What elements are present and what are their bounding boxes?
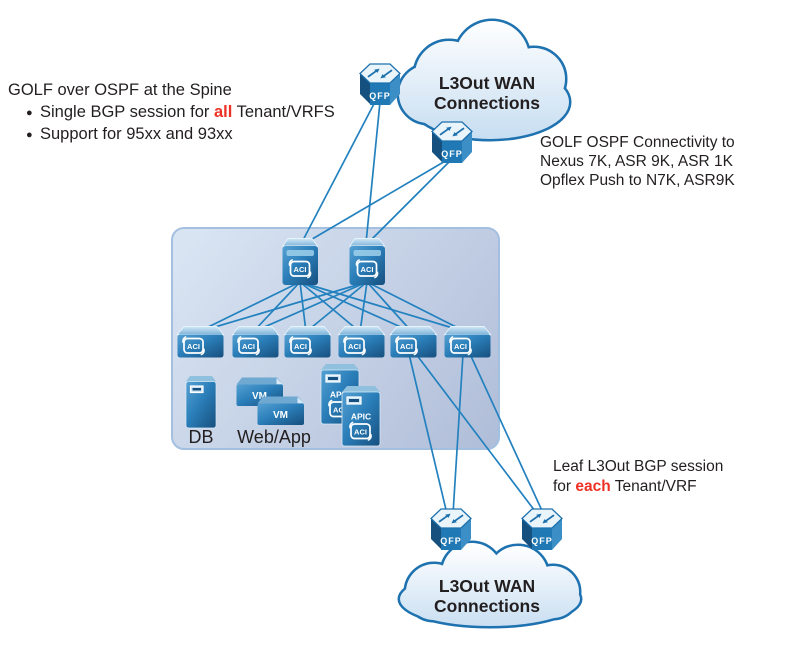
wan-cloud-bottom: L3Out WAN Connections: [397, 540, 583, 629]
wan-cloud-top-title-line2: Connections: [434, 93, 540, 113]
wan-cloud-top-title-line1: L3Out WAN: [439, 73, 535, 93]
wan-router-qfp-bottom-right: [521, 508, 563, 551]
bullet1-text-pre: Single BGP session for: [40, 103, 214, 121]
leaf-note-text-pre: for: [553, 478, 576, 495]
leaf-switch-5: [391, 327, 437, 358]
leaf-switch-4: [339, 327, 385, 358]
bullet1-emphasis: all: [213, 103, 233, 121]
wan-cloud-top: L3Out WAN Connections: [396, 18, 572, 142]
db-group-label: DB: [188, 427, 213, 447]
leaf-note-text-post: Tenant/VRF: [610, 478, 697, 495]
leaf-switch-2: [233, 327, 279, 358]
apic-controller-front: [342, 386, 380, 446]
golf-ospf-note-line2: Nexus 7K, ASR 9K, ASR 1K: [540, 152, 733, 170]
connection-lines: [197, 99, 545, 516]
leaf-l3out-note: Leaf L3Out BGP session for each Tenant/V…: [553, 457, 783, 497]
vm-web-app-front: [257, 396, 304, 425]
db-server: [185, 375, 217, 429]
leaf-switch-1: [178, 327, 224, 358]
wan-cloud-bottom-title-line2: Connections: [434, 596, 540, 616]
spine-golf-note-bullet-2: Support for 95xx and 93xx: [8, 123, 388, 146]
spine-switch-2: [350, 239, 386, 286]
spine-golf-note-title: GOLF over OSPF at the Spine: [8, 81, 232, 99]
leaf-l3out-note-line1: Leaf L3Out BGP session: [553, 458, 724, 475]
golf-ospf-note-line3: Opflex Push to N7K, ASR9K: [540, 171, 735, 189]
golf-ospf-note-line1: GOLF OSPF Connectivity to: [540, 134, 735, 151]
webapp-group-label: Web/App: [237, 427, 311, 447]
bullet1-text-post: Tenant/VRFS: [232, 103, 335, 121]
wan-cloud-bottom-title-line1: L3Out WAN: [439, 576, 535, 596]
wan-router-qfp-top-right: [431, 121, 473, 164]
leaf-l3out-note-line2: for each Tenant/VRF: [553, 477, 783, 497]
spine-golf-note-bullet-1: Single BGP session for all Tenant/VRFS: [8, 101, 388, 124]
leaf-switch-6: [445, 327, 491, 358]
leaf-switch-3: [285, 327, 331, 358]
golf-ospf-note: GOLF OSPF Connectivity to Nexus 7K, ASR …: [540, 134, 775, 190]
bullet2-text: Support for 95xx and 93xx: [40, 125, 233, 143]
spine-golf-note: GOLF over OSPF at the Spine Single BGP s…: [8, 79, 388, 146]
leaf-note-emphasis: each: [575, 478, 611, 495]
wan-router-qfp-bottom-left: [430, 508, 472, 551]
spine-switch-1: [283, 239, 319, 286]
